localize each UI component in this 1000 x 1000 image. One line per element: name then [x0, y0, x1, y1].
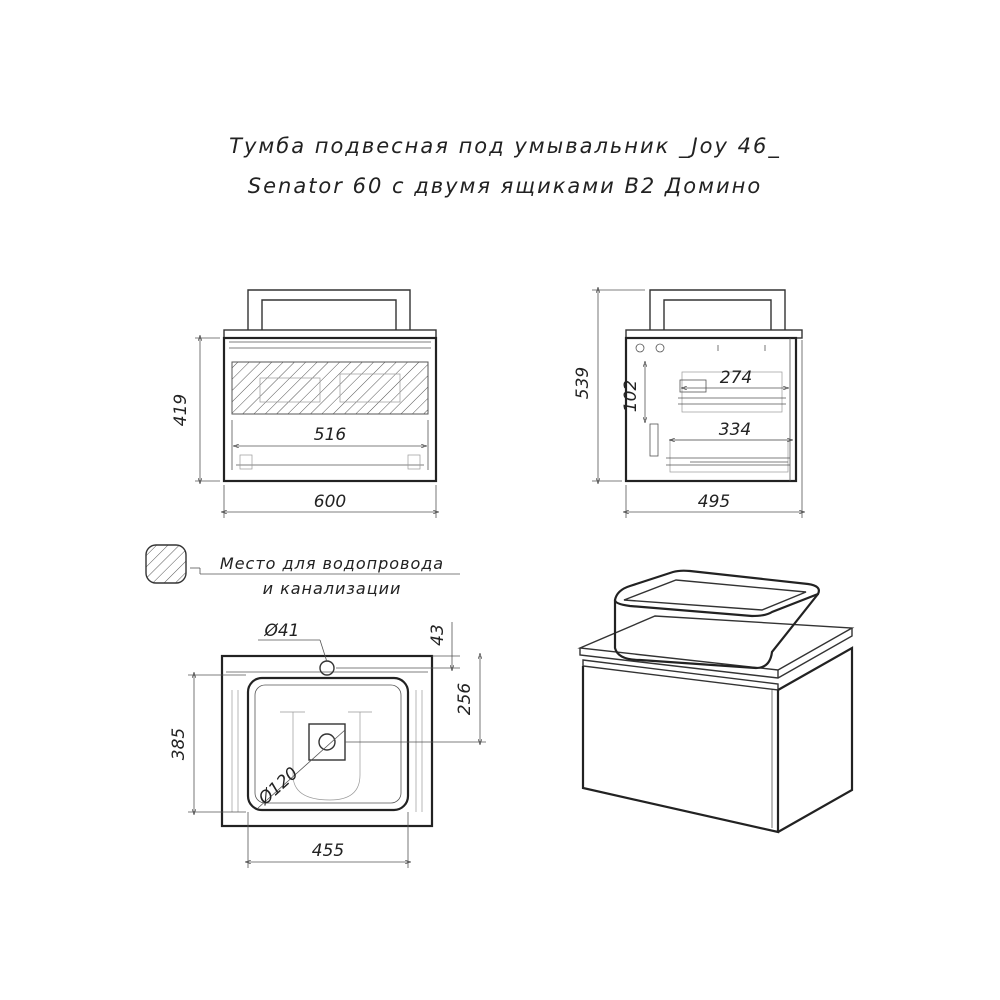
- tap-hole: [319, 660, 335, 676]
- dim-upper-drawer: 274: [720, 368, 752, 388]
- legend-line-2: и канализации: [263, 579, 402, 598]
- title-line-1: Тумба подвесная под умывальник _Joy 46_: [229, 134, 781, 159]
- legend-line-1: Место для водопровода: [220, 554, 444, 573]
- dim-hole-diameter: Ø41: [263, 621, 299, 641]
- dim-top-width: 455: [312, 841, 344, 861]
- isometric-view: [577, 569, 855, 834]
- title-line-2: Senator 60 с двумя ящиками В2 Домино: [248, 174, 762, 198]
- plumbing-zone-front: [231, 361, 429, 415]
- dim-side-depth: 495: [698, 492, 730, 512]
- dim-drawer-height: 102: [621, 380, 641, 412]
- front-view: 516 419 600: [171, 289, 436, 518]
- legend-hatch-swatch: [145, 544, 187, 584]
- drain-hole: [318, 733, 336, 751]
- dim-drain-offset: 256: [455, 683, 475, 716]
- dim-front-inner-width: 516: [314, 425, 347, 445]
- dim-front-height: 419: [171, 394, 191, 426]
- top-view: Ø41 43 256 385 Ø120 455: [169, 621, 486, 868]
- dim-lower-drawer: 334: [719, 420, 751, 440]
- dim-side-height: 539: [573, 367, 593, 399]
- legend: Место для водопровода и канализации: [145, 544, 460, 598]
- side-view: 274 334 102 539 495: [573, 290, 802, 518]
- dim-top-depth: 385: [169, 728, 189, 760]
- basin-outline: [246, 676, 410, 812]
- dim-front-width: 600: [314, 492, 346, 512]
- dim-hole-offset: 43: [428, 624, 448, 646]
- drain-box: [308, 723, 346, 761]
